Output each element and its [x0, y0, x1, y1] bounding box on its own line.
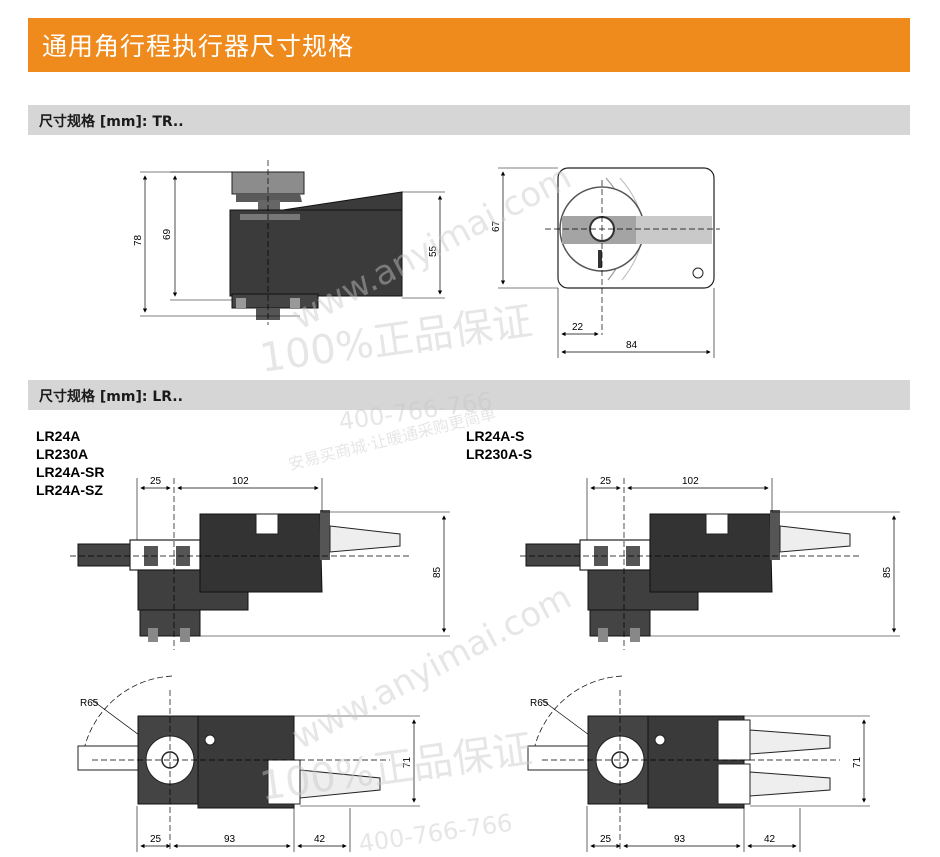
model-label: LR230A-S	[466, 446, 533, 462]
model-label: LR24A-SR	[36, 464, 105, 480]
model-list-left: LR24A LR230A LR24A-SR LR24A-SZ	[36, 427, 104, 499]
lr-top-view-left: R65 71 25 93 42	[77, 675, 420, 852]
dim-lr-93-left: 93	[224, 834, 236, 845]
dim-lr-42-right: 42	[764, 834, 776, 845]
tr-front-view: 67 22 84	[491, 167, 720, 358]
dim-lr-102-right: 102	[682, 476, 699, 487]
dim-lr-71-left: 71	[402, 756, 413, 768]
watermark-domain: www.anyimai.com	[285, 577, 577, 758]
dim-lr-85-left: 85	[432, 566, 443, 578]
dim-lr-25-right: 25	[600, 476, 612, 487]
page-title: 通用角行程执行器尺寸规格	[42, 32, 355, 61]
lr-top-view-right: R65 71 25 93 42	[527, 675, 870, 852]
section-header-lr: 尺寸规格 [mm]: LR..	[28, 380, 910, 410]
dim-lr-r65-left: R65	[80, 698, 99, 709]
lr-side-view-left: 25 102 85	[70, 476, 450, 650]
dim-lr-42-left: 42	[314, 834, 326, 845]
dim-tr-84: 84	[626, 340, 638, 351]
dim-lr-r65-right: R65	[530, 698, 549, 709]
model-list-right: LR24A-S LR230A-S	[466, 427, 532, 463]
dim-tr-78: 78	[133, 234, 144, 246]
model-label: LR230A	[36, 446, 89, 462]
section-header-tr: 尺寸规格 [mm]: TR..	[28, 105, 910, 135]
dim-tr-67: 67	[491, 220, 502, 232]
dim-lr-71-right: 71	[852, 756, 863, 768]
page-title-bar: 通用角行程执行器尺寸规格	[28, 18, 910, 72]
dim-lr-85-right: 85	[882, 566, 893, 578]
dim-lr-25-bottom-right: 25	[600, 834, 612, 845]
tr-side-view: 78 69 55	[133, 160, 445, 325]
dim-tr-22: 22	[572, 322, 584, 333]
section-title-tr: 尺寸规格 [mm]: TR..	[39, 114, 184, 130]
model-label: LR24A	[36, 428, 81, 444]
dim-lr-93-right: 93	[674, 834, 686, 845]
dim-lr-25-bottom-left: 25	[150, 834, 162, 845]
dim-lr-102-left: 102	[232, 476, 249, 487]
model-label: LR24A-SZ	[36, 482, 103, 498]
dim-lr-25-left: 25	[150, 476, 162, 487]
watermark-phone: 400-766-766	[357, 809, 514, 857]
lr-side-view-right: 25 102 85	[520, 476, 900, 650]
model-label: LR24A-S	[466, 428, 525, 444]
section-title-lr: 尺寸规格 [mm]: LR..	[39, 389, 183, 405]
dim-tr-69: 69	[162, 228, 173, 240]
dim-tr-55: 55	[428, 245, 439, 257]
